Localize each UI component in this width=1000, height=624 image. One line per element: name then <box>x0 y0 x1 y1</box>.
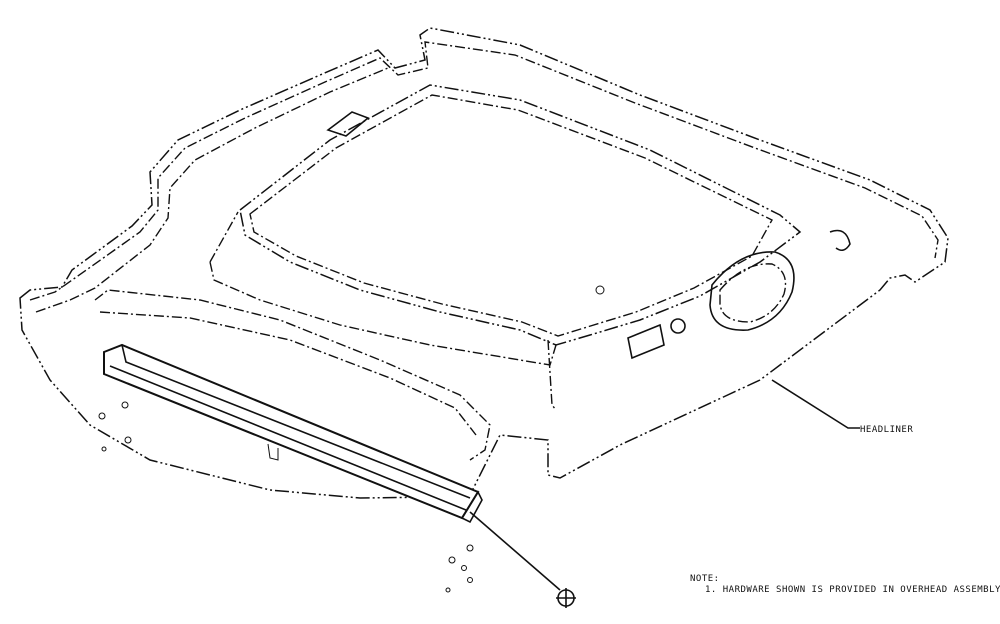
crosshair-symbol <box>556 588 576 608</box>
oval-vent <box>709 251 795 331</box>
support-bar <box>103 343 483 524</box>
headliner-outline <box>19 27 949 499</box>
rear-hook <box>829 229 851 252</box>
headliner-callout: HEADLINER <box>860 425 914 435</box>
hardware-set-b <box>445 544 474 593</box>
left-channel <box>94 289 491 461</box>
front-cutout <box>326 111 370 137</box>
note-title: NOTE: <box>690 574 720 584</box>
sunroof-opening <box>209 84 802 411</box>
headliner-leader <box>771 379 860 429</box>
overhead-console <box>595 285 686 360</box>
hardware-set-a <box>98 401 132 452</box>
note-item: 1. HARDWARE SHOWN IS PROVIDED IN OVERHEA… <box>705 585 1000 595</box>
bar-leader <box>469 511 561 591</box>
